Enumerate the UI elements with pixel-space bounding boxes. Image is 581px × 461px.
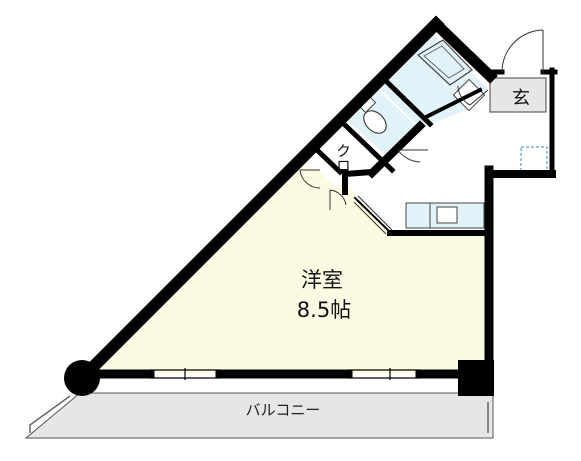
column-square [458,360,494,396]
kitchen-counter [405,202,485,229]
window-right [348,368,420,380]
bathtub-icon [417,39,473,86]
closet-label: クロ [334,143,352,173]
western-room-size: 8.5帖 [297,298,351,322]
closet-door [299,169,347,210]
toilet-icon [358,95,387,134]
bathroom-floor [378,34,488,128]
toilet-door [397,149,428,163]
column-round [64,360,100,396]
western-room-label: 洋室 [301,268,343,292]
bathroom-door [457,85,489,106]
balcony-label: バルコニー [246,401,321,419]
window-left [150,368,220,380]
entrance-door [501,29,544,73]
room-door [353,195,393,235]
entrance-floor [489,77,547,113]
balcony-area [24,392,494,439]
entrance-label: 玄 [512,88,530,109]
hall-floor [355,75,545,232]
western-room-floor [88,150,487,374]
balcony-railing [29,395,489,433]
